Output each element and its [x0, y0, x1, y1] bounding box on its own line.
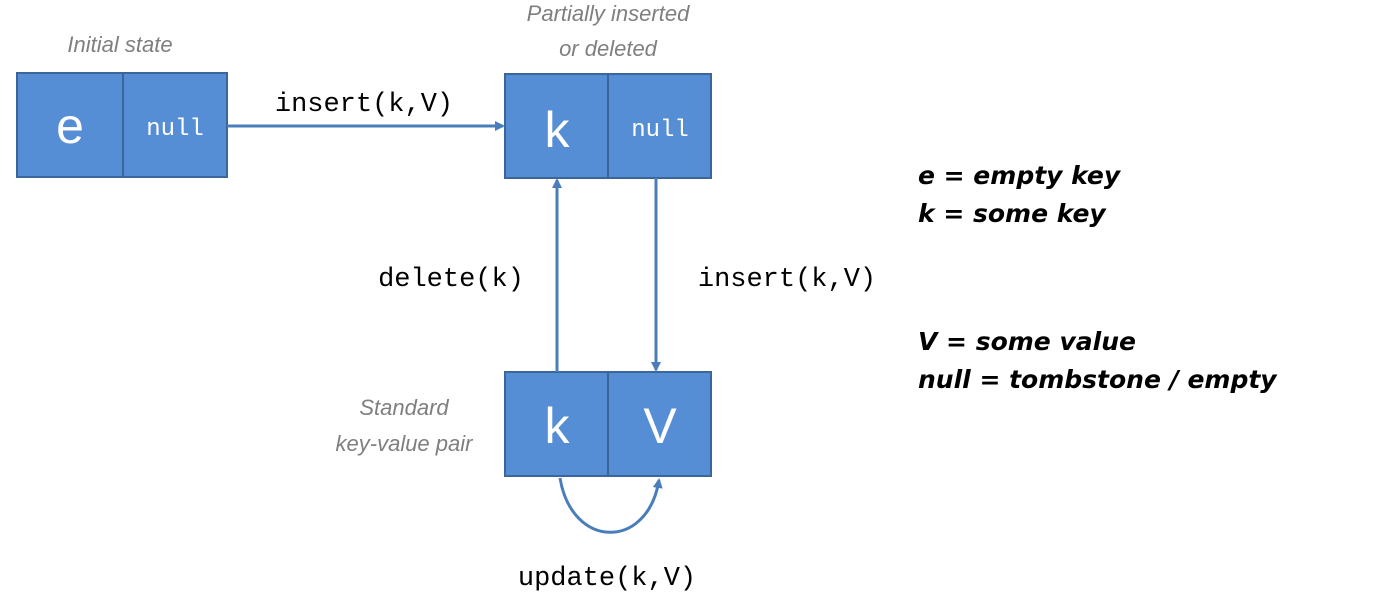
standard-state-caption-line1: Standard	[359, 395, 449, 420]
initial-state-node: e null	[16, 72, 228, 178]
legend-line-empty-key: e = empty key	[918, 161, 1122, 190]
initial-key-cell	[16, 72, 124, 178]
initial-value-label: null	[146, 116, 204, 143]
partial-key-label: k	[545, 102, 571, 158]
update-self-loop-arrow	[558, 477, 663, 534]
standard-state-node: k V	[504, 371, 712, 477]
standard-value-cell	[607, 371, 712, 477]
insert-label-top: insert(k,V)	[275, 90, 453, 120]
partial-state-caption-line1: Partially inserted	[527, 1, 690, 26]
standard-key-cell	[504, 371, 609, 477]
legend-line-some-key: k = some key	[918, 199, 1107, 228]
partial-state-node: k null	[504, 73, 712, 179]
initial-value-cell	[122, 72, 228, 178]
legend-line-some-value: V = some value	[918, 327, 1136, 356]
partial-value-cell	[607, 73, 712, 179]
partial-value-label: null	[631, 117, 689, 144]
standard-key-label: k	[545, 398, 571, 454]
legend-line-null: null = tombstone / empty	[918, 365, 1278, 394]
initial-key-label: e	[56, 98, 84, 154]
partial-key-cell	[504, 73, 609, 179]
standard-value-label: V	[643, 398, 677, 454]
insert-label-right: insert(k,V)	[698, 265, 876, 295]
legend: e = empty key k = some key V = some valu…	[918, 161, 1278, 394]
initial-state-caption: Initial state	[67, 32, 172, 57]
standard-state-caption-line2: key-value pair	[336, 431, 475, 456]
update-label: update(k,V)	[518, 564, 696, 594]
delete-label: delete(k)	[378, 265, 524, 295]
partial-state-caption-line2: or deleted	[559, 36, 658, 61]
